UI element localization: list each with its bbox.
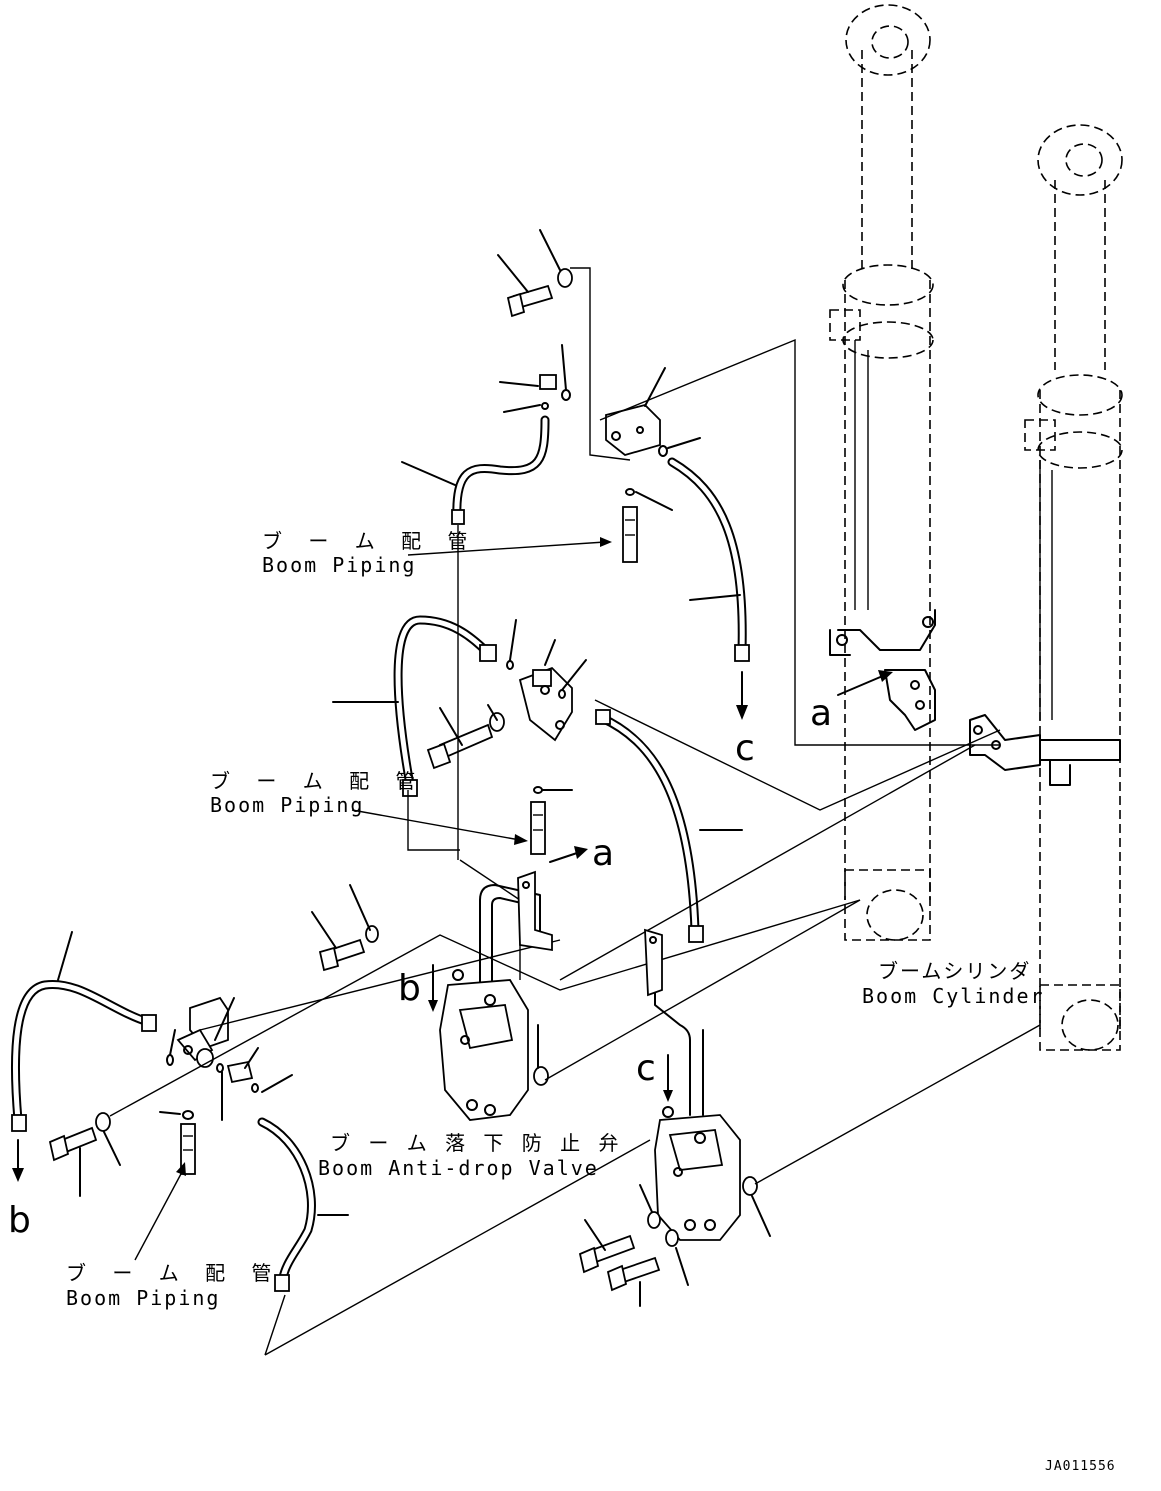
hose-left bbox=[11, 931, 157, 1182]
drawing-code: JA011556 bbox=[1045, 1459, 1116, 1474]
valve-bolts bbox=[578, 1184, 689, 1307]
arrow-to-a-middle bbox=[549, 846, 588, 863]
leader-left-3 bbox=[264, 1139, 651, 1356]
ref-letter-a-top: a bbox=[810, 693, 832, 734]
ref-letter-c-valve: c bbox=[636, 1048, 656, 1089]
bolt-left-mid bbox=[311, 884, 379, 972]
leader-middle-3 bbox=[594, 699, 1001, 811]
leader-middle-2 bbox=[459, 859, 521, 980]
leader-left-2 bbox=[199, 744, 976, 1031]
label-boom-piping-jp-middle: ブ ー ム 配 管 bbox=[210, 769, 425, 793]
ref-letter-b-valve: b bbox=[398, 968, 421, 1009]
ref-letter-c-top: c bbox=[735, 728, 755, 769]
cylinder-tube-right bbox=[1039, 460, 1053, 720]
arrow-to-a-top bbox=[837, 670, 893, 696]
cylinder-tube-left bbox=[854, 340, 869, 610]
hose-middle-right bbox=[595, 709, 743, 943]
top-bracket-assembly bbox=[497, 229, 701, 563]
ref-letter-b-bottom: b bbox=[8, 1200, 31, 1241]
boom-cylinder-right bbox=[969, 124, 1123, 1051]
label-boom-cylinder-jp: ブームシリンダ bbox=[878, 959, 1031, 983]
label-boom-cylinder-en: Boom Cylinder bbox=[862, 984, 1045, 1008]
ref-letter-a-middle: a bbox=[592, 833, 614, 874]
label-boom-piping-jp-bottom: ブ ー ム 配 管 bbox=[66, 1261, 281, 1285]
leader-left-1 bbox=[109, 899, 861, 1117]
hose-middle-left bbox=[332, 615, 497, 797]
label-boom-piping-en-top: Boom Piping bbox=[262, 553, 416, 577]
boom-cylinder-left bbox=[829, 4, 936, 941]
hose-top-left bbox=[401, 415, 550, 525]
label-boom-piping-en-middle: Boom Piping bbox=[210, 793, 364, 817]
leader-valve-b bbox=[544, 899, 861, 1081]
arrow-c-down bbox=[663, 1054, 673, 1102]
arrow-boom-piping-bottom bbox=[134, 1162, 186, 1261]
label-anti-drop-jp: ブ ー ム 落 下 防 止 弁 bbox=[330, 1131, 625, 1155]
leader-box-right bbox=[599, 338, 1000, 746]
label-anti-drop-en: Boom Anti-drop Valve bbox=[318, 1156, 599, 1180]
arrow-b-down bbox=[428, 964, 438, 1012]
arrow-boom-piping-top bbox=[407, 537, 612, 556]
middle-bracket-assembly bbox=[426, 619, 587, 855]
left-bracket-assembly bbox=[159, 996, 293, 1175]
hose-left-lower bbox=[257, 1117, 349, 1292]
label-boom-piping-jp-top: ブ ー ム 配 管 bbox=[262, 529, 477, 553]
leader-valve-c bbox=[754, 1024, 1041, 1185]
anti-drop-valve-b bbox=[439, 870, 553, 1121]
arrow-boom-piping-middle bbox=[351, 809, 528, 845]
leader-middle bbox=[407, 525, 460, 860]
leader-box-top bbox=[570, 267, 631, 461]
label-boom-piping-en-bottom: Boom Piping bbox=[66, 1286, 220, 1310]
bolt-left-bottom bbox=[48, 1112, 121, 1197]
hose-top-right bbox=[667, 457, 750, 720]
anti-drop-valve-c bbox=[644, 928, 771, 1241]
